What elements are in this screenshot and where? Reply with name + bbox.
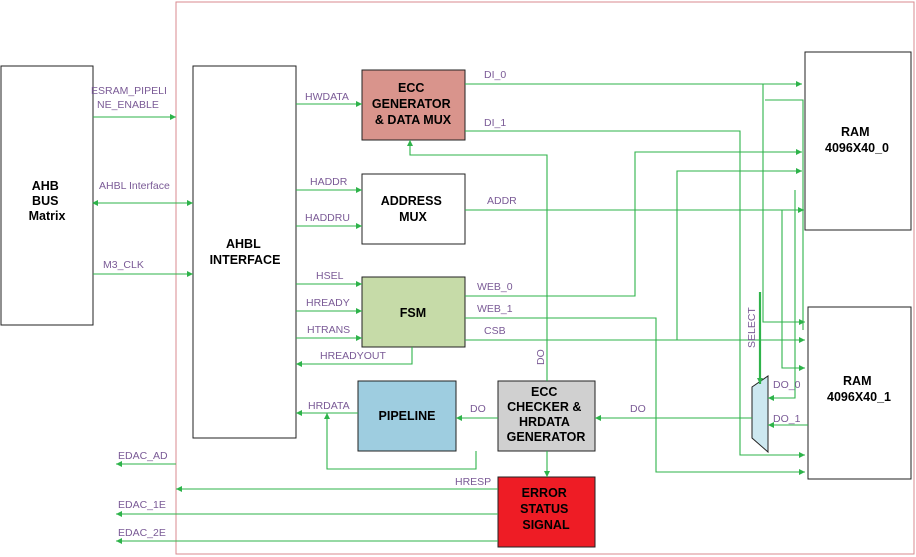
label-do-0: DO_0 xyxy=(773,379,801,391)
error-status-block: ERROR STATUS SIGNAL xyxy=(497,476,596,548)
label-do-mux: DO xyxy=(630,403,646,415)
wire-do-0 xyxy=(768,190,796,401)
ahb-bus-matrix-block: AHB BUS Matrix xyxy=(0,65,94,326)
ecc-gen-line-1: ECC xyxy=(398,81,424,95)
ecc-generator-block: ECC GENERATOR & DATA MUX xyxy=(361,69,466,141)
label-select: SELECT xyxy=(746,307,758,348)
ahbl-interface-block: AHBL INTERFACE xyxy=(192,65,297,439)
ecc-gen-line-3: & DATA MUX xyxy=(375,113,452,127)
ram1-block: RAM 4096X40_1 xyxy=(807,306,912,480)
ram1-line-1: RAM xyxy=(843,374,871,388)
module-boundary xyxy=(175,1,915,555)
label-hwdata: HWDATA xyxy=(305,91,349,103)
ram0-line-1: RAM xyxy=(841,125,869,139)
addr-mux-line-1: ADDRESS xyxy=(381,194,442,208)
fsm-block: FSM xyxy=(361,276,466,348)
wire-do-feedback xyxy=(407,140,548,381)
label-do-vertical: DO xyxy=(535,349,547,365)
label-di-0: DI_0 xyxy=(484,69,506,81)
ram0-block: RAM 4096X40_0 xyxy=(804,51,912,231)
wire-di-1 xyxy=(465,130,805,458)
output-mux-shape xyxy=(751,375,769,454)
svg-text:ADDRESS MUX: ADDRESS MUX xyxy=(381,194,446,224)
pipeline-block: PIPELINE xyxy=(357,380,457,452)
label-do-1: DO_1 xyxy=(773,413,801,425)
wire-hreadyout xyxy=(296,347,413,367)
error-line-1: ERROR xyxy=(522,486,567,500)
svg-text:FSM: FSM xyxy=(400,306,426,320)
label-do-pipeline: DO xyxy=(470,403,486,415)
svg-text:AHB BUS Matrix: AHB BUS Matrix xyxy=(29,179,66,223)
label-web-0: WEB_0 xyxy=(477,281,513,293)
svg-text:RAM 4096X40_0: RAM 4096X40_0 xyxy=(825,125,889,155)
label-esram-pipeline-2: NE_ENABLE xyxy=(97,99,159,111)
svg-text:AHBL INTERFACE: AHBL INTERFACE xyxy=(210,237,281,267)
error-line-3: SIGNAL xyxy=(522,518,570,532)
checker-line-3: HRDATA xyxy=(519,415,570,429)
label-csb: CSB xyxy=(484,325,506,337)
label-ahbl-interface: AHBL Interface xyxy=(99,180,170,192)
wire-fsm-web-ram1 xyxy=(765,99,804,330)
ecc-gen-line-2: GENERATOR xyxy=(372,97,451,111)
svg-text:ERROR STATUS SIGNA: ERROR STATUS SIGNAL xyxy=(520,486,572,532)
label-edac-ad: EDAC_AD xyxy=(118,450,168,462)
label-di-1: DI_1 xyxy=(484,117,506,129)
label-edac-2e: EDAC_2E xyxy=(118,527,166,539)
ecc-checker-block: ECC CHECKER & HRDATA GENERATOR xyxy=(497,380,596,452)
ahb-line-1: AHB xyxy=(32,179,59,193)
checker-line-1: ECC xyxy=(531,385,557,399)
wire-addr-ram1 xyxy=(781,210,805,371)
label-hready: HREADY xyxy=(306,297,350,309)
ahb-line-3: Matrix xyxy=(29,209,66,223)
error-line-2: STATUS xyxy=(520,502,568,516)
label-esram-pipeline-1: ESRAM_PIPELI xyxy=(91,85,167,97)
label-addr: ADDR xyxy=(487,195,517,207)
label-edac-1e: EDAC_1E xyxy=(118,499,166,511)
ahb-line-2: BUS xyxy=(32,194,58,208)
svg-text:ECC GENERATOR & DA: ECC GENERATOR & DATA MUX xyxy=(372,81,454,127)
label-haddru: HADDRU xyxy=(305,212,350,224)
ram1-line-2: 4096X40_1 xyxy=(827,390,891,404)
svg-text:ECC CHECKER & HRDA: ECC CHECKER & HRDATA GENERATOR xyxy=(507,385,586,444)
label-hsel: HSEL xyxy=(316,270,344,282)
label-m3-clk: M3_CLK xyxy=(103,259,144,271)
address-mux-block: ADDRESS MUX xyxy=(361,173,466,245)
ahbl-line-2: INTERFACE xyxy=(210,253,281,267)
label-haddr: HADDR xyxy=(310,176,348,188)
wire-di-0-ram1 xyxy=(762,84,805,325)
pipeline-label: PIPELINE xyxy=(379,409,436,423)
svg-text:RAM 4096X40_1: RAM 4096X40_1 xyxy=(827,374,891,404)
wire-csb xyxy=(465,168,802,341)
signal-labels: ESRAM_PIPELI NE_ENABLE AHBL Interface M3… xyxy=(91,69,801,539)
ahbl-line-1: AHBL xyxy=(226,237,261,251)
label-hresp: HRESP xyxy=(455,476,491,488)
fsm-label: FSM xyxy=(400,306,426,320)
svg-text:PIPELINE: PIPELINE xyxy=(379,409,436,423)
wire-web-0 xyxy=(465,149,802,297)
ram0-line-2: 4096X40_0 xyxy=(825,141,889,155)
label-hrdata: HRDATA xyxy=(308,400,350,412)
checker-line-2: CHECKER & xyxy=(507,400,581,414)
checker-line-4: GENERATOR xyxy=(507,430,586,444)
label-web-1: WEB_1 xyxy=(477,303,513,315)
label-htrans: HTRANS xyxy=(307,324,350,336)
wire-web-1 xyxy=(465,317,805,475)
label-hreadyout: HREADYOUT xyxy=(320,350,387,362)
wire-pipeline-loop xyxy=(324,413,477,470)
addr-mux-line-2: MUX xyxy=(399,210,427,224)
wires xyxy=(92,81,808,544)
